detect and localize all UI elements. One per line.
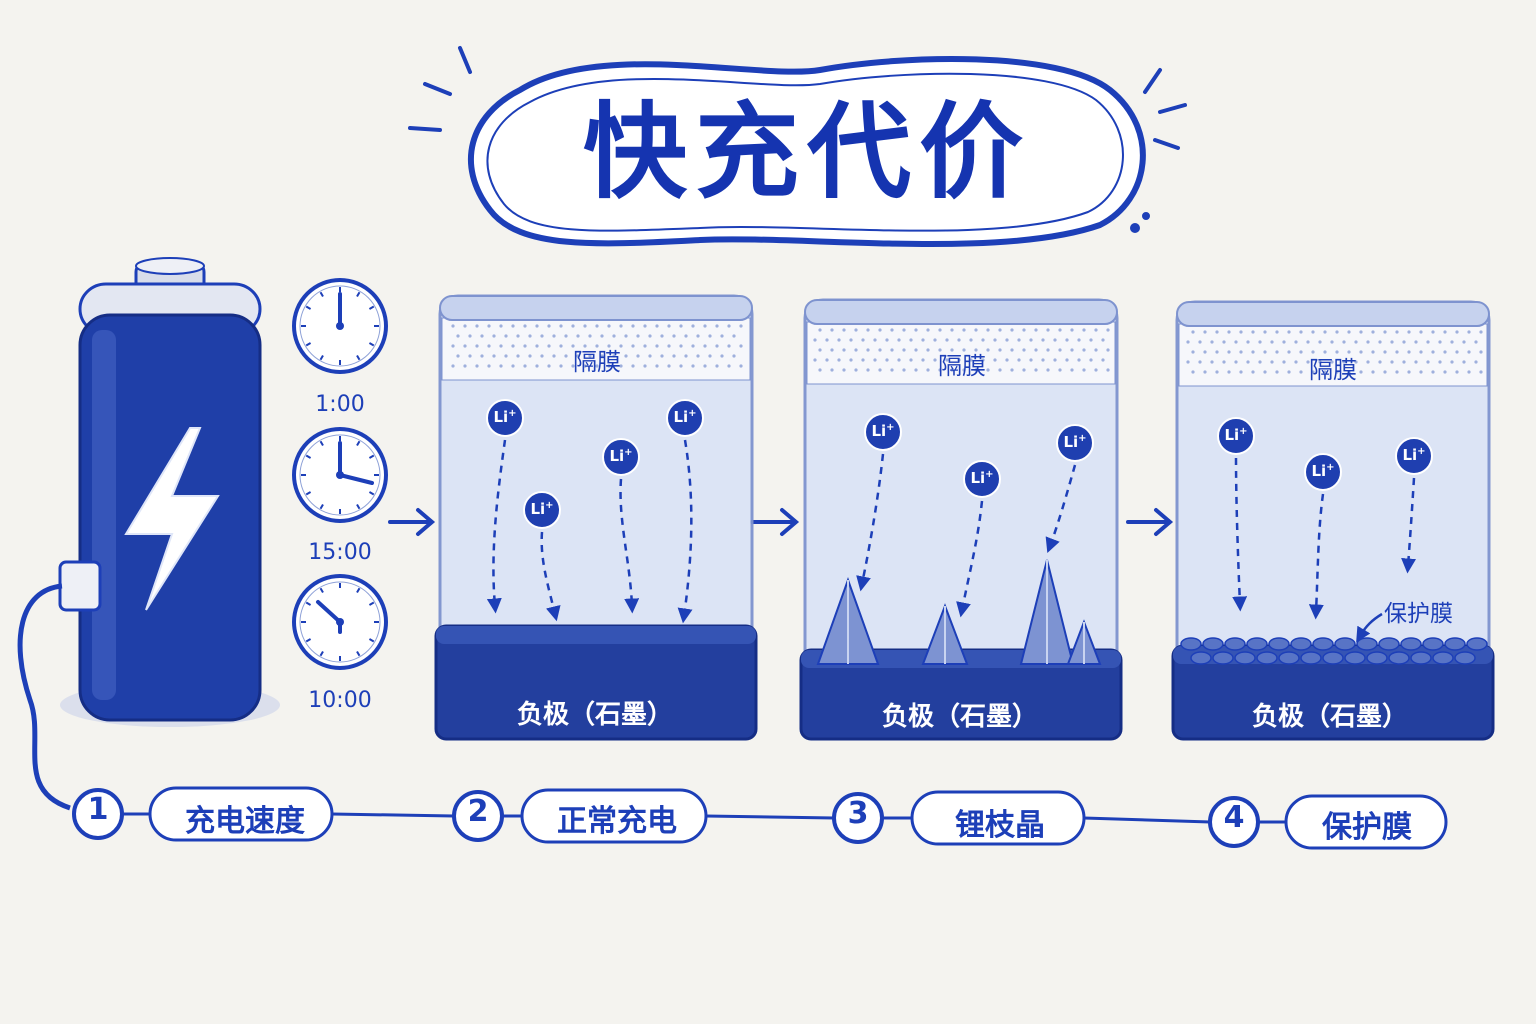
ion-path-arrow [1232,457,1248,612]
clock-icon [292,278,388,374]
step-number-3: 3 [847,796,869,831]
ion-path-arrow [1045,464,1077,554]
lithium-ion-label: Li+ [673,408,697,426]
separator-label-2: 隔膜 [938,352,986,380]
separator-membrane [1178,323,1488,387]
lithium-ion-icon [666,399,704,437]
charger-cable [17,583,71,811]
lithium-ion-label: Li+ [871,422,895,440]
clock-time-2: 15:00 [308,540,372,565]
lithium-ion-label: Li+ [1224,426,1248,444]
step-label-4: 保护膜 [1322,810,1412,845]
lithium-ion-icon [1304,453,1342,491]
title-sparkles [408,46,1187,233]
lithium-ion-icon [486,399,524,437]
ion-path-arrow [486,439,507,614]
cell-panel-1 [434,294,758,741]
arrow-right-icon [750,508,800,536]
lithium-ion-label: Li+ [609,447,633,465]
step-connector [705,814,835,820]
ion-path-arrow [540,531,561,622]
lightning-bolt-icon [124,427,220,611]
lithium-ion-icon [602,438,640,476]
lithium-ion-icon [1395,437,1433,475]
lithium-ion-label: Li+ [493,408,517,426]
clock-time-1: 1:00 [315,392,365,417]
lithium-ion-label: Li+ [1402,446,1426,464]
separator-label-3: 隔膜 [1309,356,1357,384]
lithium-ion-icon [1217,417,1255,455]
lithium-ion-label: Li+ [530,500,554,518]
page-title: 快充代价 [582,91,1031,213]
lithium-ion-icon [523,491,561,529]
cell-panel-2 [799,298,1123,741]
battery-icon [17,257,280,811]
protective-film-layer [1180,637,1488,665]
anode-label-3: 负极（石墨） [1251,702,1408,732]
clock-hand [338,473,374,485]
step-connector [1083,816,1211,824]
charger-plug [58,560,102,612]
separator-label-1: 隔膜 [573,348,621,376]
arrow-right-icon [388,508,436,536]
step-label-3: 锂枝晶 [955,808,1045,843]
lithium-ion-label: Li+ [1311,462,1335,480]
protective-film-label: 保护膜 [1384,601,1453,627]
ion-path-arrow [956,500,984,618]
lithium-ion-label: Li+ [1063,433,1087,451]
anode-label-2: 负极（石墨） [881,702,1038,732]
lithium-ion-icon [864,413,902,451]
step-connector [331,812,455,818]
ion-path-arrow [1401,477,1417,574]
arrow-right-icon [1126,508,1174,536]
step-label-1: 充电速度 [185,804,305,839]
anode-label-1: 负极（石墨） [516,700,673,730]
lithium-ion-icon [963,460,1001,498]
clock-icon [292,574,388,670]
lithium-ion-icon [1056,424,1094,462]
ion-path-arrow [619,478,640,614]
step-label-2: 正常充电 [557,804,677,839]
clock-hand [316,600,342,624]
step-number-2: 2 [467,794,489,829]
step-number-1: 1 [87,792,109,827]
ion-path-arrow [1308,493,1325,620]
ion-path-arrow [677,439,693,624]
ion-path-arrow [856,453,885,592]
clock-icon [292,427,388,523]
cell-panel-3 [1171,300,1495,741]
separator-membrane [806,321,1116,385]
step-number-4: 4 [1223,800,1245,835]
clock-time-3: 10:00 [308,688,372,713]
separator-membrane [441,317,751,381]
title-bubble [408,46,1187,248]
step-label-pill [1284,794,1448,850]
lithium-ion-label: Li+ [970,469,994,487]
